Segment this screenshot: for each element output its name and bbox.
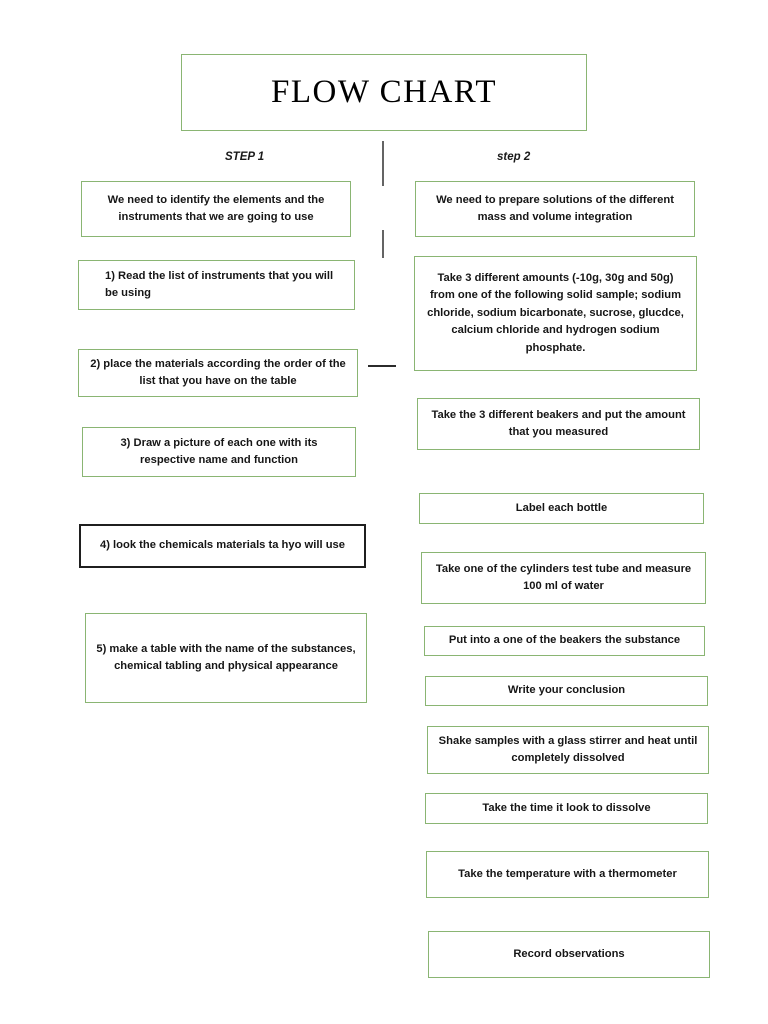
flow-node-left-step-1: 1) Read the list of instruments that you…	[78, 260, 355, 310]
column-header-step-2: step 2	[497, 151, 531, 163]
column-header-step-1: STEP 1	[225, 151, 265, 163]
page-title: FLOW CHART	[270, 74, 497, 110]
flow-node-text: Take the time it look to dissolve	[482, 801, 651, 814]
flow-node-right-label-bottle: Label each bottle	[419, 493, 704, 524]
flow-node-right-conclusion: Write your conclusion	[425, 676, 708, 706]
flow-node-left-step-3: 3) Draw a picture of each one with its r…	[82, 427, 356, 477]
flow-node-text: 5) make a table with the name of the sub…	[96, 642, 356, 672]
flow-node-left-step-2: 2) place the materials according the ord…	[78, 349, 358, 397]
flow-node-left-intro: We need to identify the elements and the…	[81, 181, 351, 237]
flow-node-left-step-4: 4) look the chemicals materials ta hyo w…	[79, 524, 366, 568]
flow-node-right-temperature: Take the temperature with a thermometer	[426, 851, 709, 898]
flow-node-right-time: Take the time it look to dissolve	[425, 793, 708, 824]
flowchart-title-box: FLOW CHART	[181, 54, 587, 131]
flow-node-text: Take the temperature with a thermometer	[458, 867, 677, 880]
flow-node-right-amounts: Take 3 different amounts (-10g, 30g and …	[414, 256, 697, 371]
flow-node-right-shake: Shake samples with a glass stirrer and h…	[427, 726, 709, 774]
flow-node-text: Take 3 different amounts (-10g, 30g and …	[427, 272, 684, 354]
flow-node-text: Write your conclusion	[507, 684, 626, 697]
flow-node-right-intro: We need to prepare solutions of the diff…	[415, 181, 695, 237]
flow-node-left-step-5: 5) make a table with the name of the sub…	[85, 613, 367, 703]
column-divider-lower	[382, 230, 384, 258]
flow-node-text: Take one of the cylinders test tube and …	[435, 562, 692, 592]
flow-node-text: 1) Read the list of instruments that you…	[105, 269, 334, 299]
flow-node-text: Take the 3 different beakers and put the…	[431, 408, 686, 438]
flow-node-text: Label each bottle	[515, 501, 608, 514]
flow-node-text: We need to identify the elements and the…	[107, 193, 325, 223]
flow-node-right-cylinder: Take one of the cylinders test tube and …	[421, 552, 706, 604]
flow-node-text: 4) look the chemicals materials ta hyo w…	[100, 539, 345, 552]
flow-node-text: 2) place the materials according the ord…	[90, 357, 346, 387]
flow-node-right-record: Record observations	[428, 931, 710, 978]
flow-node-text: 3) Draw a picture of each one with its r…	[120, 436, 318, 466]
column-divider-upper	[382, 141, 384, 186]
flow-node-text: We need to prepare solutions of the diff…	[436, 193, 674, 223]
column-connector-dash	[368, 365, 396, 367]
flow-node-right-put-substance: Put into a one of the beakers the substa…	[424, 626, 705, 656]
flow-node-text: Put into a one of the beakers the substa…	[448, 634, 681, 647]
flow-node-right-beakers: Take the 3 different beakers and put the…	[417, 398, 700, 450]
flow-node-text: Record observations	[513, 947, 625, 960]
flow-node-text: Shake samples with a glass stirrer and h…	[438, 734, 698, 764]
